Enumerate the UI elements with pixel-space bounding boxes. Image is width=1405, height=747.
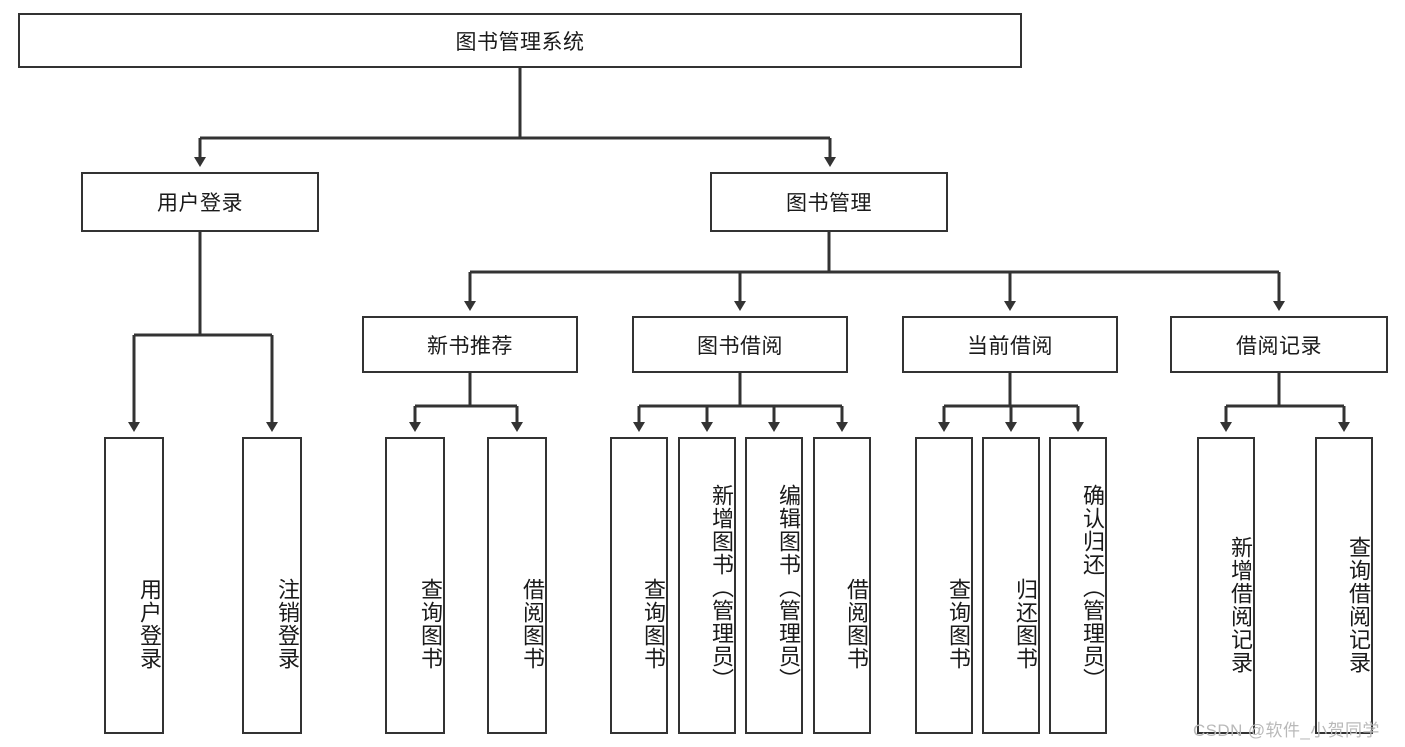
node-leaf-query-book-bb-label: 查询图书	[641, 577, 666, 670]
node-leaf-user-login-label: 用户登录	[137, 577, 162, 670]
node-borrow-record-label: 借阅记录	[1236, 334, 1322, 358]
node-leaf-query-record[interactable]: 查询借阅记录	[1315, 437, 1373, 734]
node-leaf-query-record-label: 查询借阅记录	[1346, 535, 1371, 674]
node-leaf-query-book-rec[interactable]: 查询图书	[385, 437, 445, 734]
node-leaf-return-book-label: 归还图书	[1013, 577, 1038, 670]
node-leaf-user-logout[interactable]: 注销登录	[242, 437, 302, 734]
node-leaf-confirm-return[interactable]: 确认归还（管理员）	[1049, 437, 1107, 734]
node-leaf-edit-book[interactable]: 编辑图书（管理员）	[745, 437, 803, 734]
node-leaf-add-book[interactable]: 新增图书（管理员）	[678, 437, 736, 734]
node-book-manage[interactable]: 图书管理	[710, 172, 948, 232]
node-leaf-borrow-book-bb-label: 借阅图书	[844, 577, 869, 670]
node-root[interactable]: 图书管理系统	[18, 13, 1022, 68]
node-leaf-query-book-cb[interactable]: 查询图书	[915, 437, 973, 734]
node-user-login-label: 用户登录	[157, 192, 243, 215]
node-leaf-borrow-book-rec-label: 借阅图书	[520, 577, 545, 670]
node-leaf-borrow-book-rec[interactable]: 借阅图书	[487, 437, 547, 734]
watermark-text: CSDN @软件_小贺同学	[1193, 721, 1380, 740]
node-user-login[interactable]: 用户登录	[81, 172, 319, 232]
node-leaf-query-book-rec-label: 查询图书	[418, 577, 443, 670]
node-current-borrow-label: 当前借阅	[967, 334, 1053, 358]
node-borrow-record[interactable]: 借阅记录	[1170, 316, 1388, 373]
node-leaf-add-book-label: 新增图书（管理员）	[709, 484, 734, 691]
node-leaf-borrow-book-bb[interactable]: 借阅图书	[813, 437, 871, 734]
node-leaf-return-book[interactable]: 归还图书	[982, 437, 1040, 734]
node-leaf-query-book-bb[interactable]: 查询图书	[610, 437, 668, 734]
node-leaf-add-record[interactable]: 新增借阅记录	[1197, 437, 1255, 734]
node-new-book-recommend-label: 新书推荐	[427, 334, 513, 358]
node-leaf-user-logout-label: 注销登录	[275, 577, 300, 670]
node-book-borrow[interactable]: 图书借阅	[632, 316, 848, 373]
node-current-borrow[interactable]: 当前借阅	[902, 316, 1118, 373]
node-leaf-query-book-cb-label: 查询图书	[946, 577, 971, 670]
node-root-label: 图书管理系统	[455, 30, 585, 54]
node-leaf-add-record-label: 新增借阅记录	[1228, 535, 1253, 674]
node-leaf-confirm-return-label: 确认归还（管理员）	[1080, 484, 1105, 691]
node-book-manage-label: 图书管理	[786, 192, 872, 215]
node-new-book-recommend[interactable]: 新书推荐	[362, 316, 578, 373]
node-leaf-edit-book-label: 编辑图书（管理员）	[776, 484, 801, 691]
node-leaf-user-login[interactable]: 用户登录	[104, 437, 164, 734]
node-book-borrow-label: 图书借阅	[697, 334, 783, 358]
